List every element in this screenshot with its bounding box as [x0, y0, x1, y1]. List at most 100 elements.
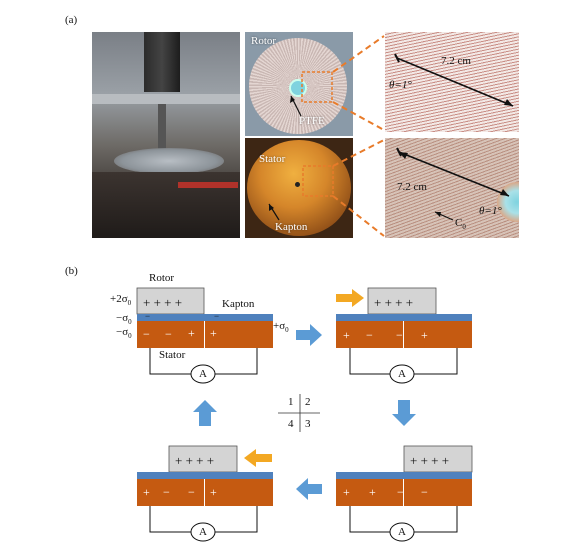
- stator-label: Stator: [159, 349, 186, 361]
- stage-2-electrode-left: [336, 321, 403, 348]
- charge-electrode-pos-label: +σ0: [273, 321, 289, 334]
- kapton-label: Kapton: [222, 298, 255, 310]
- stage-1-ammeter: [190, 364, 216, 384]
- kapton-arrow: [268, 165, 334, 221]
- stator-zoom-length: 7.2 cm: [397, 181, 427, 193]
- capacitance-symbol: C: [455, 217, 463, 229]
- stage-4-plus-row: + + + +: [175, 453, 215, 468]
- stage-2-sign-d: +: [421, 328, 428, 342]
- stage-3-electrode-right: [404, 479, 472, 506]
- quadrant-3: 3: [305, 418, 311, 430]
- kapton-photo-label: Kapton: [275, 221, 308, 233]
- rotor-zoom-photo: 7.2 cm θ=1°: [385, 32, 519, 132]
- capacitance-subscript: 0: [462, 223, 466, 232]
- wires: [178, 182, 238, 188]
- stage-2-kapton: [336, 314, 472, 321]
- stage-4-ammeter: [190, 522, 216, 542]
- stage-3-sign-d: −: [421, 485, 428, 499]
- stage-1-sign-c: +: [188, 326, 195, 340]
- stage-2-rotation-arrow: [336, 289, 364, 307]
- charge-kapton-sub: 0: [128, 318, 132, 327]
- panel-a-label: (a): [65, 14, 78, 26]
- stage-1-ammeter-label: A: [199, 368, 207, 380]
- stage-1-plus-row: + + + +: [143, 295, 183, 310]
- stage-2-sign-a: +: [343, 328, 350, 342]
- charge-rotor-label: +2σ0: [110, 294, 131, 307]
- stage-1-electrode-left: [137, 321, 204, 348]
- stage-4-sign-c: −: [188, 485, 195, 499]
- frame-bar: [92, 94, 240, 104]
- quadrant-1: 1: [288, 396, 294, 408]
- charge-rotor-text: +2σ: [110, 293, 128, 305]
- stage-4-sign-d: +: [210, 485, 217, 499]
- arrow-stage-3-to-4: [296, 478, 322, 500]
- stage-4-sign-a: +: [143, 485, 150, 499]
- stage-4-kapton: [137, 472, 273, 479]
- stage-2-ammeter-label: A: [398, 368, 406, 380]
- stage-2-ammeter: [389, 364, 415, 384]
- charge-kapton-text: −σ: [116, 312, 129, 324]
- charge-kapton-label: −σ0: [116, 313, 132, 326]
- stage-3-ammeter-label: A: [398, 526, 406, 538]
- stage-4-ammeter-label: A: [199, 526, 207, 538]
- charge-rotor-sub: 0: [127, 299, 132, 308]
- ptfe-arrow: [290, 71, 333, 117]
- spindle: [158, 104, 166, 152]
- rotor-photo-title: Rotor: [251, 35, 277, 47]
- stator-zoom-angle: θ=1°: [479, 205, 502, 217]
- stator-photo: Stator Kapton: [245, 138, 353, 238]
- stage-1-kapton-minus-a: −: [145, 311, 151, 321]
- stage-1-circuit: [149, 348, 191, 375]
- stage-3-plus-row: + + + +: [410, 453, 450, 468]
- stator-zoom-photo: 7.2 cm θ=1° C0: [385, 138, 519, 238]
- stage-3-sign-b: +: [369, 485, 376, 499]
- arrow-stage-4-to-1: [193, 400, 217, 426]
- quadrant-2: 2: [305, 396, 311, 408]
- stage-2-electrode-right: [404, 321, 472, 348]
- stage-2-sign-c: −: [396, 328, 403, 342]
- stage-3-sign-c: −: [397, 485, 404, 499]
- stage-1-electrode-right: [205, 321, 273, 348]
- stage-1-rotor: [136, 287, 205, 315]
- rotor-hub: [289, 79, 307, 97]
- stage-4-electrode-right: [205, 479, 273, 506]
- stage-4-rotor: [168, 445, 238, 473]
- stage-2-plus-row: + + + +: [374, 295, 414, 310]
- rotor-zoom-length: 7.2 cm: [441, 55, 471, 67]
- rotor-photo: Rotor PTFE: [245, 32, 353, 136]
- stage-1-sign-a: −: [143, 327, 150, 341]
- stage-4-rotation-arrow: [244, 449, 272, 467]
- stator-photo-title: Stator: [259, 153, 286, 165]
- stage-1-sign-d: +: [210, 326, 217, 340]
- stage-3-electrode-left: [336, 479, 403, 506]
- stage-3-kapton: [336, 472, 472, 479]
- motor-shaft: [144, 32, 180, 92]
- stator-zoom-annotations: [396, 147, 510, 221]
- stage-1-kapton-minus-b: −: [214, 311, 220, 321]
- charge-electrode-neg-text: −σ: [116, 326, 129, 338]
- arrow-stage-2-to-3: [392, 400, 416, 426]
- stage-4-electrode-left: [137, 479, 204, 506]
- stage-4-sign-b: −: [163, 485, 170, 499]
- rotor-zoom-angle: θ=1°: [389, 79, 412, 91]
- arrow-stage-1-to-2: [296, 324, 322, 346]
- zoom-connectors: [332, 35, 385, 237]
- charge-electrode-neg-label: −σ0: [116, 327, 132, 340]
- quadrant-4: 4: [288, 418, 294, 430]
- stage-1-sign-b: −: [165, 327, 172, 341]
- stage-1-kapton: [137, 314, 273, 321]
- setup-photo: [92, 32, 240, 238]
- rotor-label: Rotor: [149, 272, 175, 284]
- charge-electrode-pos-sub: 0: [285, 326, 289, 335]
- charge-electrode-pos-text: +σ: [273, 320, 286, 332]
- stator-hole: [295, 182, 300, 187]
- stage-3-sign-a: +: [343, 485, 350, 499]
- ptfe-label: PTFE: [299, 115, 325, 127]
- charge-electrode-neg-sub: 0: [128, 332, 132, 341]
- rotor-zoom-annotations: [394, 53, 514, 107]
- stator-zoom-capacitance: C0: [455, 218, 466, 231]
